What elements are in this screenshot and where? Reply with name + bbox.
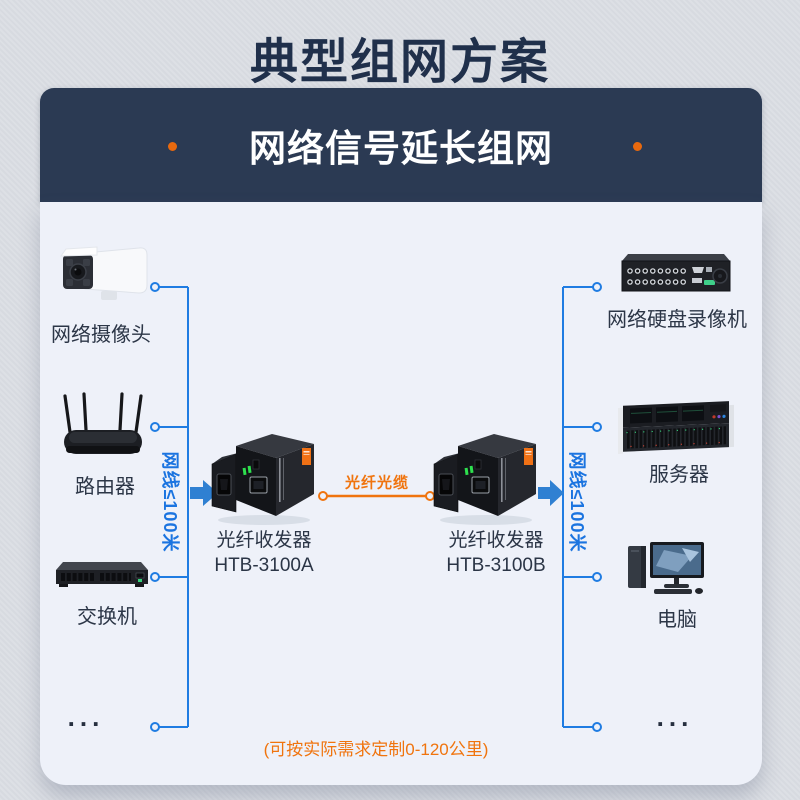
device-router [62, 390, 144, 462]
device-fiber-converter-a [206, 424, 322, 526]
banner-title: 网络信号延长组网 [249, 128, 553, 169]
converter-a-name: 光纤收发器 [216, 530, 312, 551]
banner-right-dot-icon [633, 142, 642, 151]
converter-a-label: 光纤收发器 HTB-3100A [214, 528, 313, 578]
customization-note: (可按实际需求定制0-120公里) [263, 740, 489, 759]
right-more-devices-ellipsis: ... [656, 702, 694, 732]
device-switch [53, 558, 149, 592]
device-pc [626, 542, 714, 596]
server-icon [618, 401, 734, 454]
device-ip-camera [55, 243, 151, 305]
device-label-switch: 交换机 [77, 606, 137, 628]
page-title: 典型组网方案 [249, 36, 550, 89]
device-label-router: 路由器 [75, 476, 135, 498]
device-server [618, 398, 734, 458]
network-switch-icon [56, 562, 148, 587]
converter-a-model: HTB-3100A [214, 555, 314, 576]
converter-b-name: 光纤收发器 [448, 530, 544, 551]
left-more-devices-ellipsis: ... [67, 702, 105, 732]
banner-left-dot-icon [168, 142, 177, 151]
banner: 网络信号延长组网 [40, 88, 762, 202]
converter-b-model: HTB-3100B [446, 555, 546, 576]
fiber-cable-label: 光纤光缆 [344, 474, 410, 492]
left-cable-length-label: 网线≤100米 [160, 451, 180, 553]
device-label-server: 服务器 [649, 464, 709, 486]
right-cable-length-label: 网线≤100米 [567, 451, 587, 553]
ip-camera-icon [60, 246, 148, 300]
device-label-pc: 电脑 [657, 609, 697, 631]
fiber-converter-icon [433, 434, 536, 525]
nvr-icon [621, 254, 731, 292]
desktop-computer-icon [628, 542, 704, 594]
device-nvr [620, 252, 732, 296]
converter-b-label: 光纤收发器 HTB-3100B [446, 528, 545, 578]
device-label-ip-camera: 网络摄像头 [51, 324, 151, 346]
fiber-converter-icon [211, 434, 314, 525]
router-icon [63, 392, 143, 454]
device-label-nvr: 网络硬盘录像机 [607, 309, 747, 331]
device-fiber-converter-b [428, 424, 544, 526]
